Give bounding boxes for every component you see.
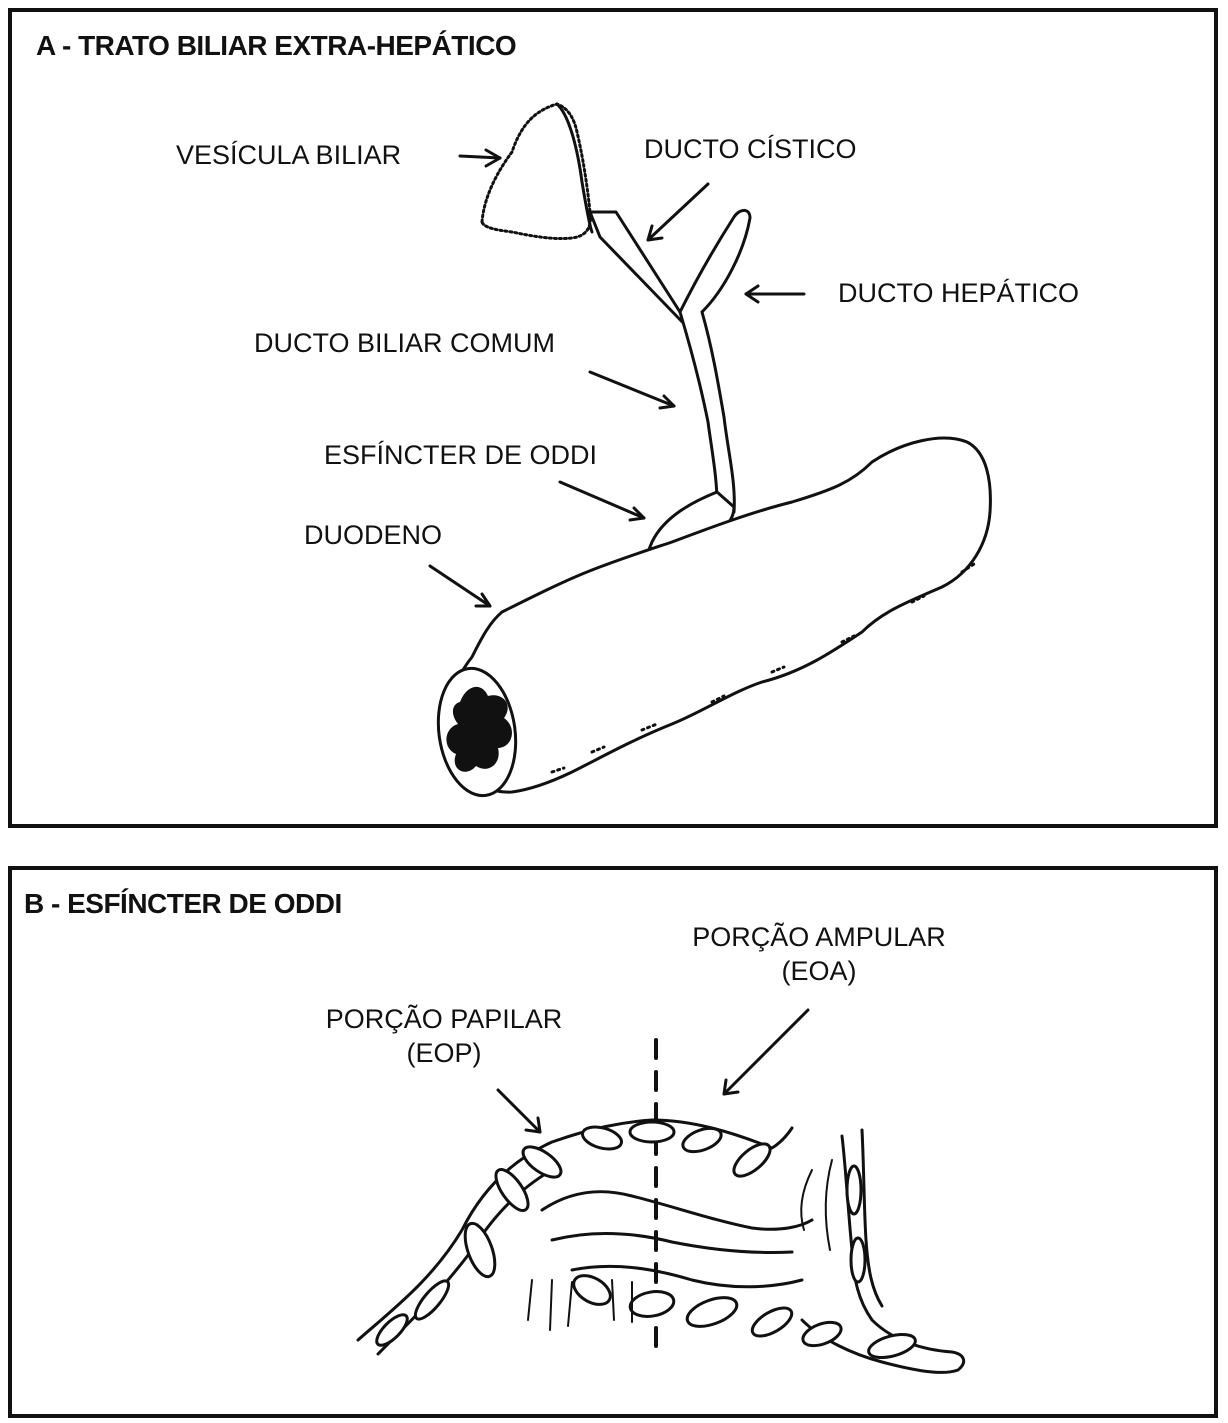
common-bile-duct [680,312,734,512]
sphincter-illustration [12,870,1214,1414]
panel-b-sphincter-of-oddi: B - ESFÍNCTER DE ODDI PORÇÃO AMPULAR (EO… [8,866,1218,1418]
biliary-tract-illustration [12,12,1214,824]
gallbladder-shape [482,104,590,239]
arrows-panel-b [498,1010,808,1132]
panel-a-extrahepatic-biliary-tract: A - TRATO BILIAR EXTRA-HEPÁTICO VESÍCULA… [8,8,1218,828]
hepatic-duct [680,210,750,312]
